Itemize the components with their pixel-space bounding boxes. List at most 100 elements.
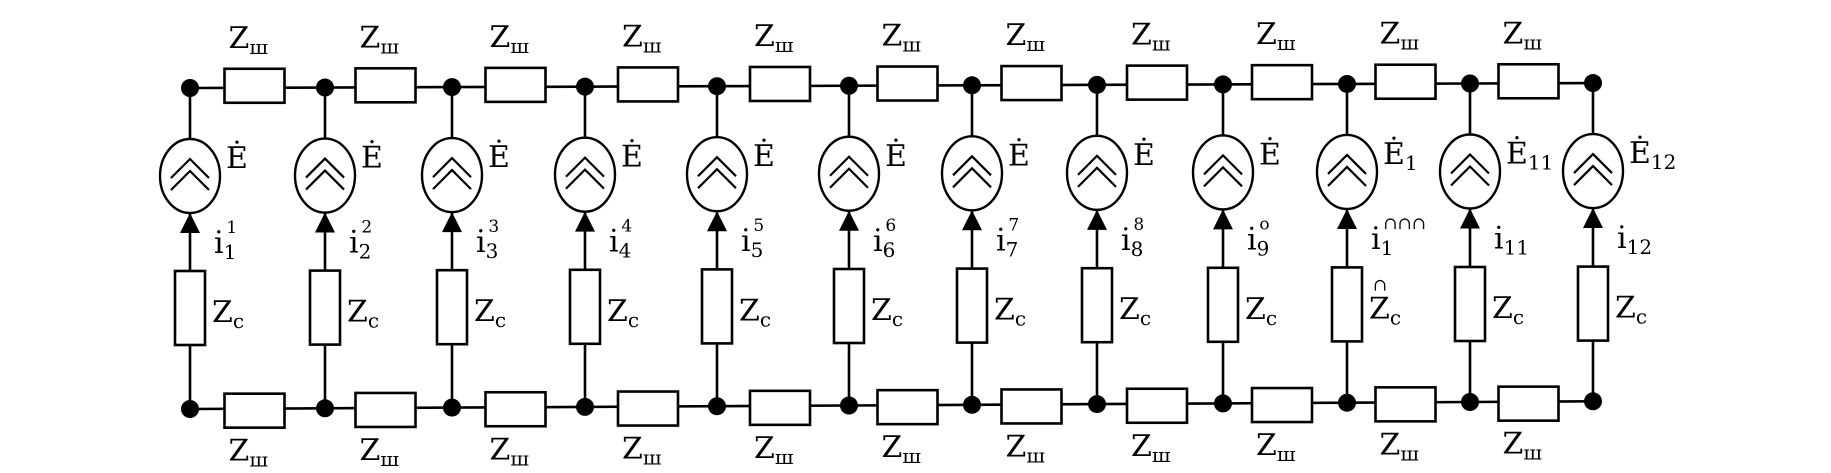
- dependent-source-icon: [553, 136, 617, 213]
- junction-dot-icon: [576, 77, 594, 96]
- chevron-up-icon: [305, 168, 345, 191]
- top-series-impedance-label-9-subscript: ш: [1277, 31, 1296, 55]
- bottom-series-impedance-2: [354, 391, 417, 429]
- arrow-up-icon: [839, 210, 859, 231]
- emf-label-11-subscript: 11: [1528, 151, 1553, 175]
- source-ellipse: [940, 135, 1004, 212]
- chevron-up-icon: [1327, 165, 1367, 187]
- current-label-12: i̇12: [1617, 221, 1652, 259]
- top-series-impedance-label-11-subscript: ш: [1523, 30, 1542, 54]
- current-label-1-superscript: 1: [226, 218, 237, 238]
- shunt-impedance-label-5-base: Z: [739, 293, 760, 328]
- chevron-up-icon: [432, 168, 472, 190]
- current-label-9: i̇9o: [1247, 214, 1270, 260]
- shunt-impedance-label-8-base: Z: [1119, 292, 1140, 327]
- bottom-series-impedance-label-11: Zш: [1503, 427, 1543, 465]
- top-series-impedance-label-4: Zш: [622, 19, 662, 57]
- top-series-impedance-label-9: Zш: [1256, 17, 1296, 55]
- emf-label-9: Ė: [1259, 136, 1281, 172]
- shunt-impedance-label-3: Zc: [474, 294, 506, 332]
- junction-dot-icon: [1214, 75, 1232, 94]
- current-label-8-base: i̇: [1121, 223, 1131, 258]
- bottom-series-impedance-label-1-subscript: ш: [249, 448, 268, 472]
- emf-label-6: Ė: [885, 138, 907, 174]
- junction-dot-icon: [708, 77, 726, 96]
- arrow-up-icon: [442, 212, 462, 233]
- shunt-impedance-5: [700, 268, 734, 345]
- shunt-impedance-label-1-subscript: c: [233, 309, 244, 333]
- junction-dot-icon: [1461, 393, 1479, 411]
- dependent-source-icon: [293, 137, 357, 214]
- shunt-impedance-label-9-base: Z: [1245, 292, 1266, 327]
- current-label-2-subscript: 2: [359, 240, 372, 264]
- bottom-series-impedance-label-11-subscript: ш: [1523, 441, 1542, 465]
- top-series-impedance-label-11: Zш: [1503, 16, 1543, 54]
- top-series-impedance-1: [223, 67, 286, 105]
- arrow-up-icon: [962, 210, 982, 231]
- current-label-3-base: i̇: [476, 225, 486, 260]
- current-label-11: i̇11: [1494, 222, 1529, 260]
- emf-label-12-base: Ė: [1629, 135, 1651, 171]
- current-label-10-superscript: ∩∩∩: [1383, 214, 1426, 234]
- bottom-series-impedance-label-10-base: Z: [1380, 427, 1401, 462]
- arrow-up-icon: [575, 211, 595, 232]
- top-series-impedance-6: [876, 65, 939, 102]
- current-label-9-base: i̇: [1247, 222, 1257, 257]
- current-label-6: i̇66: [873, 216, 896, 262]
- shunt-impedance-label-3-base: Z: [474, 294, 495, 329]
- junction-dot-icon: [1338, 393, 1356, 412]
- top-series-impedance-label-6-base: Z: [882, 19, 903, 54]
- shunt-impedance-4: [568, 268, 602, 346]
- shunt-impedance-label-7-base: Z: [994, 293, 1015, 328]
- current-label-3: i̇33: [476, 217, 499, 263]
- current-label-11-base: i̇: [1494, 222, 1504, 257]
- top-series-impedance-label-7-base: Z: [1006, 18, 1027, 53]
- dependent-source-icon: [1191, 134, 1255, 211]
- current-label-5: i̇55: [741, 216, 764, 262]
- bottom-series-impedance-label-7: Zш: [1006, 429, 1046, 467]
- emf-label-10-subscript: 1: [1405, 151, 1418, 175]
- emf-label-11: Ė11: [1506, 136, 1553, 175]
- dependent-source-icon: [1438, 133, 1502, 210]
- bottom-series-impedance-8: [1125, 387, 1189, 425]
- shunt-impedance-label-4-subscript: c: [628, 308, 639, 332]
- shunt-impedance-12: [1576, 265, 1610, 342]
- source-ellipse: [1191, 134, 1255, 211]
- current-label-8-subscript: 8: [1131, 237, 1144, 261]
- top-series-impedance-label-6-subscript: ш: [902, 33, 921, 57]
- current-label-1-subscript: 1: [224, 240, 237, 264]
- junction-dot-icon: [963, 76, 981, 95]
- top-series-impedance-8: [1125, 64, 1189, 101]
- current-label-6-base: i̇: [873, 224, 883, 259]
- chevron-up-icon: [1450, 164, 1490, 187]
- source-ellipse: [420, 136, 484, 214]
- shunt-impedance-label-6-subscript: c: [892, 307, 903, 331]
- source-ellipse: [1561, 132, 1625, 210]
- shunt-impedance-label-9: Zc: [1245, 292, 1277, 330]
- top-series-impedance-2: [354, 67, 417, 104]
- current-label-3-superscript: 3: [488, 217, 499, 237]
- top-series-impedance-label-2: Zш: [360, 20, 400, 58]
- junction-dot-icon: [1584, 74, 1602, 93]
- bottom-series-impedance-label-3-subscript: ш: [510, 446, 529, 470]
- bottom-series-impedance-3: [484, 390, 547, 428]
- arrow-up-icon: [1337, 208, 1357, 229]
- current-label-10-base: i̇: [1371, 222, 1381, 257]
- top-series-impedance-label-2-subscript: ш: [380, 34, 399, 58]
- top-series-impedance-label-10-base: Z: [1380, 17, 1401, 52]
- bottom-series-impedance-label-7-base: Z: [1006, 429, 1027, 464]
- shunt-impedance-11: [1453, 265, 1487, 343]
- bottom-series-impedance-label-4-base: Z: [622, 432, 643, 467]
- junction-dot-icon: [708, 397, 726, 416]
- shunt-impedance-label-12-subscript: c: [1636, 305, 1647, 329]
- chevron-up-icon: [170, 169, 210, 191]
- bottom-series-impedance-label-2-base: Z: [360, 433, 381, 468]
- shunt-impedance-label-8-subscript: c: [1140, 306, 1151, 330]
- top-series-impedance-10: [1374, 63, 1437, 101]
- current-label-9-superscript: o: [1259, 214, 1269, 234]
- arrow-up-icon: [315, 212, 335, 233]
- current-label-7-subscript: 7: [1006, 237, 1019, 261]
- emf-label-12-subscript: 12: [1651, 150, 1676, 174]
- chevron-up-icon: [1573, 152, 1613, 174]
- bottom-series-impedance-1: [223, 392, 286, 429]
